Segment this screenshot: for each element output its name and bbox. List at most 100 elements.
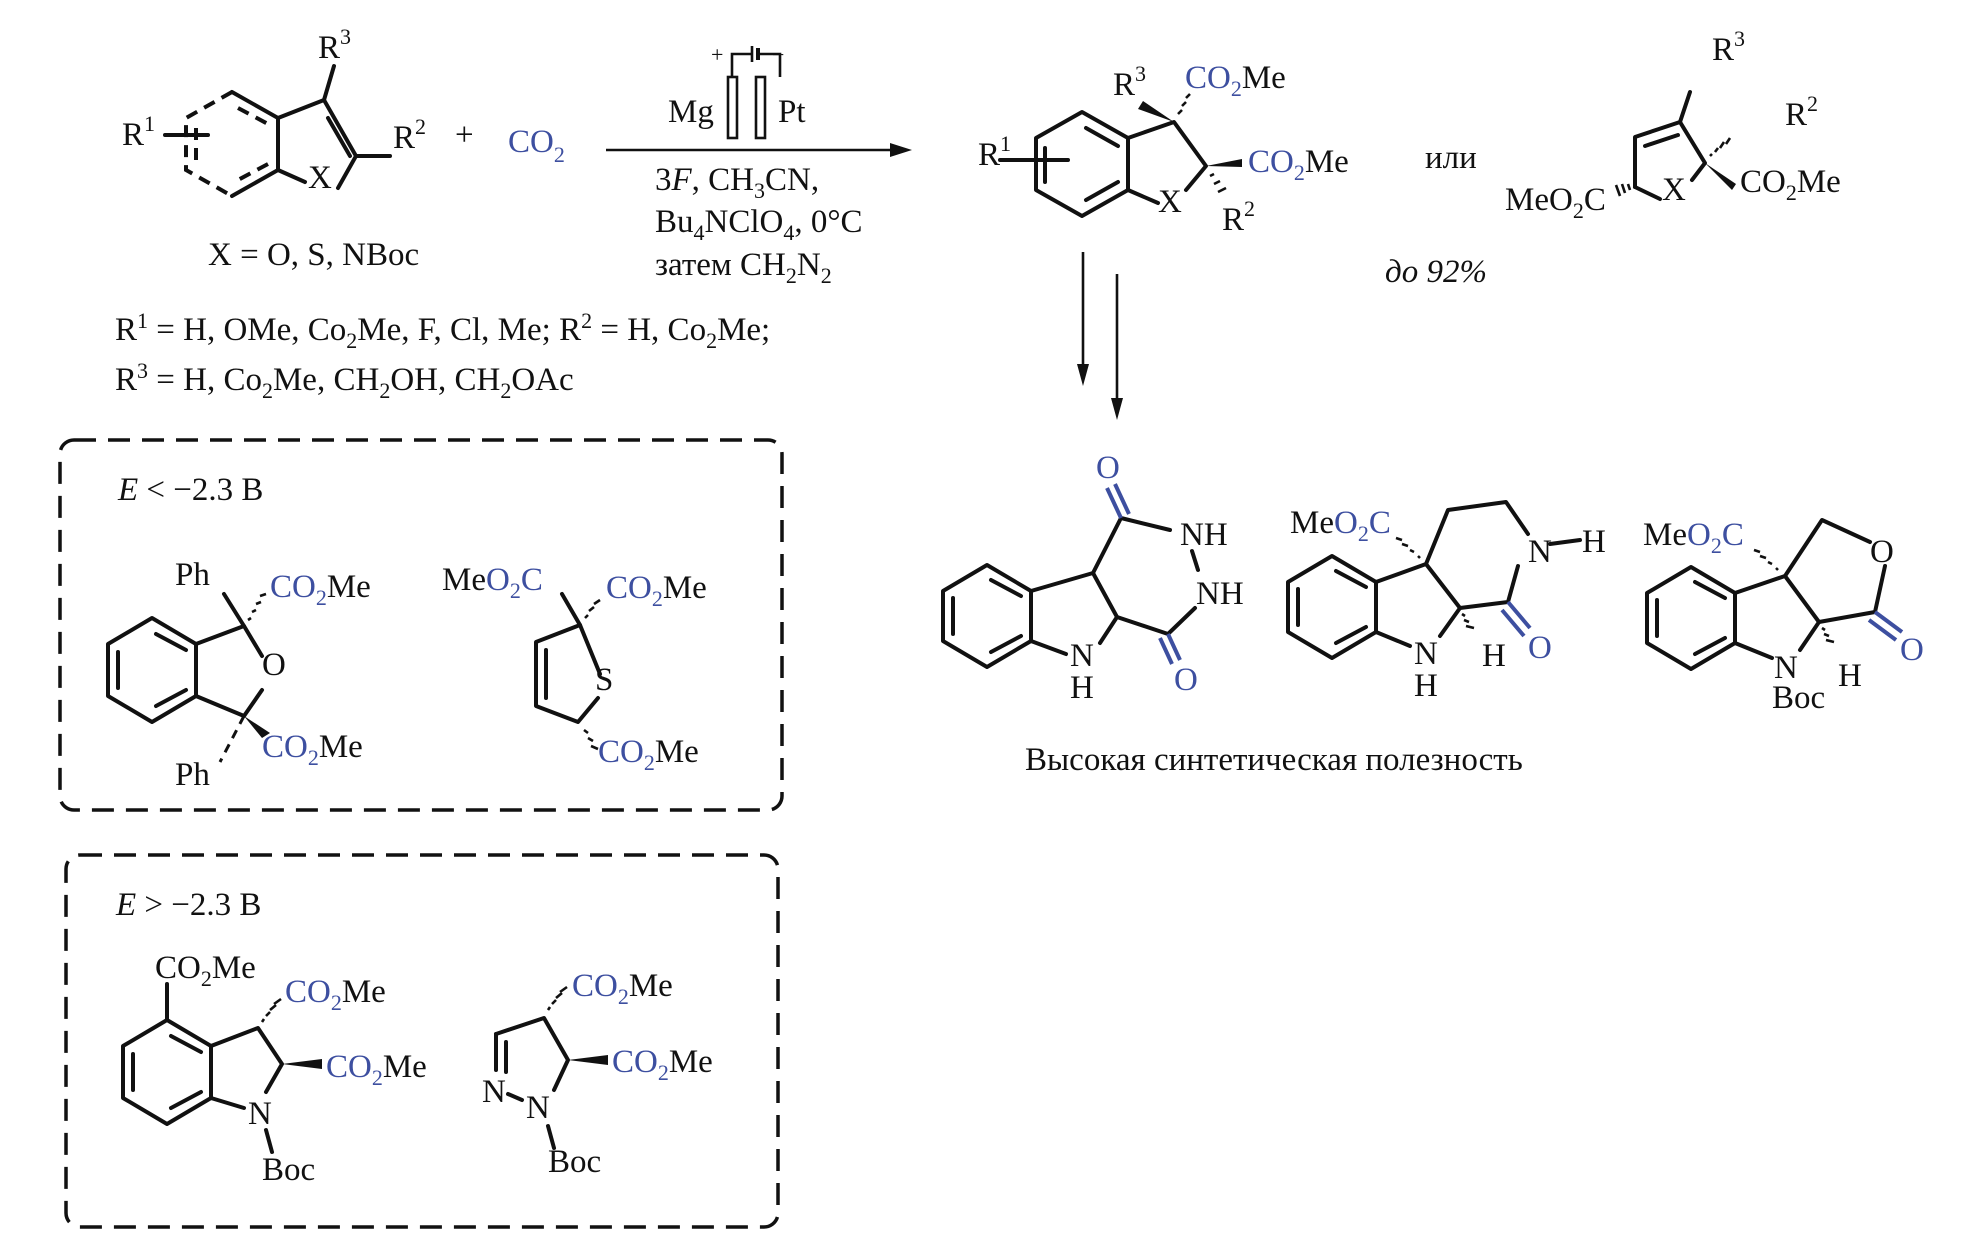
utility-caption: Высокая синтетическая полезность — [1025, 742, 1523, 778]
battery-plus: + — [711, 42, 723, 67]
boc-bond — [264, 1128, 274, 1154]
indoline-h: H — [1070, 670, 1094, 706]
box-low-potential — [58, 438, 784, 812]
hash-bond-left-ester — [1614, 183, 1632, 197]
x-label: X — [1662, 172, 1686, 208]
boc-group: Boc — [548, 1144, 601, 1180]
furan-ring — [194, 624, 264, 718]
condition-line-1: 3F, CH3CN, — [655, 162, 819, 203]
ring-junction-h: H — [1482, 638, 1506, 674]
derivative-lactam: MeO2C N H H O N H — [1286, 500, 1606, 704]
hash-bond-ester — [584, 598, 601, 619]
condition-line-3: затем CH2N2 — [655, 247, 832, 288]
ring-sulfur: S — [595, 662, 613, 698]
wedge-bond-ester — [1206, 159, 1242, 167]
reaction-arrow — [606, 143, 912, 157]
top-carbonyl-bond — [1091, 516, 1172, 575]
bottom-carbonyl-bond — [1115, 606, 1197, 636]
benzene-ring — [941, 563, 1033, 669]
co-double-bond — [1500, 600, 1532, 638]
lower-ester: CO2Me — [612, 1044, 713, 1085]
condition-line-2: Bu4NClO4, 0°C — [655, 204, 863, 245]
battery-minus: − — [772, 42, 784, 67]
oxygen-top: O — [1096, 450, 1120, 486]
benzene-double-bonds — [1655, 580, 1727, 656]
indoline-ring — [209, 1026, 284, 1110]
ring-junction-h: H — [1838, 658, 1862, 694]
r3-definitions: R3 = H, Co2Me, CH2OH, CH2OAc — [115, 358, 574, 403]
box-low-mol-isobenzofuran: Ph CO2Me O Ph CO2Me — [106, 557, 371, 793]
ester-right: CO2Me — [1248, 144, 1349, 185]
top-co-double-bond — [1105, 483, 1131, 519]
pyrazoline-n2: N — [526, 1090, 550, 1126]
ph-top-bond — [222, 592, 246, 628]
boc-bond — [546, 1124, 556, 1150]
hash-bond-h — [1461, 612, 1475, 630]
indoline-nitrogen: N — [248, 1096, 272, 1132]
ester-left: MeO2C — [442, 562, 543, 603]
plus-sign: + — [455, 117, 474, 153]
r3-label: R3 — [1712, 26, 1745, 68]
indoline-ring — [1374, 562, 1462, 648]
r1-r2-definitions: R1 = H, OMe, Co2Me, F, Cl, Me; R2 = H, C… — [115, 308, 770, 353]
right-ester: CO2Me — [1740, 164, 1841, 205]
co-double-bond — [1867, 610, 1904, 642]
indoline-ring — [1733, 574, 1821, 660]
co2-label: CO2 — [508, 124, 565, 167]
carbonyl-oxygen: O — [1900, 632, 1924, 668]
hash-bond-top-ester — [247, 592, 267, 622]
derivative-pyridazinedione: O O NH NH N H — [941, 450, 1244, 706]
wedge-bond-ester — [568, 1055, 608, 1065]
upper-ester: CO2Me — [285, 974, 386, 1015]
benzene-double-bonds — [116, 632, 188, 708]
box-high-mol-indoline: CO2Me CO2Me CO2Me N Boc — [121, 950, 427, 1188]
indoline-n: N — [1070, 638, 1094, 674]
benzene-double-bonds — [131, 1034, 203, 1110]
ring-bond — [230, 90, 280, 198]
box-high-mol-pyrazoline: N N Boc CO2Me CO2Me — [482, 968, 713, 1180]
ph-top: Ph — [175, 557, 210, 593]
piperidinone-ring — [1424, 500, 1530, 610]
indoline-n: N — [1774, 650, 1798, 686]
benzene-double-bonds — [1296, 569, 1368, 645]
dashed-inner-bonds — [194, 106, 269, 182]
r3-bond — [322, 64, 336, 102]
ring-bond-x — [1633, 185, 1662, 201]
cathode-label: Pt — [778, 94, 806, 130]
indoline-n: N — [1414, 636, 1438, 672]
left-ester: MeO2C — [1505, 182, 1606, 223]
ester-bottom: CO2Me — [598, 734, 699, 775]
x-label: X — [308, 160, 332, 196]
mg-electrode — [726, 75, 739, 140]
r2-label: R2 — [393, 114, 426, 156]
dashed-bond-ph-bottom — [218, 715, 246, 763]
benzene-ring — [106, 616, 198, 724]
five-ring-bond-x — [1126, 188, 1160, 205]
hash-bond-bottom-ester — [583, 728, 599, 751]
oxygen-bottom: O — [1174, 662, 1198, 698]
r1-label: R1 — [978, 131, 1011, 173]
benzene-double-bonds — [951, 578, 1023, 654]
transformation-arrows — [1077, 252, 1123, 420]
ring-oxygen: O — [262, 647, 286, 683]
ester-label: MeO2C — [1643, 517, 1744, 558]
reactant-benzoheterocycle: R3 R1 R2 X X = O, S, NBoc — [122, 24, 426, 273]
nn-bond — [506, 1092, 524, 1102]
ester-right: CO2Me — [606, 570, 707, 611]
indoline-ring — [1029, 571, 1119, 656]
r2-label: R2 — [1222, 196, 1255, 238]
down-arrow-head-2 — [1111, 398, 1123, 420]
five-ring-bond — [276, 98, 358, 190]
box-low-mol-dihydrothiophene: S MeO2C CO2Me CO2Me — [442, 562, 707, 775]
wedge-bond-ester — [1705, 163, 1736, 190]
product-dihydrobenzoheterocycle: R3 CO2Me R1 CO2Me X R2 — [978, 60, 1349, 238]
r3-label: R3 — [1113, 61, 1146, 103]
bottom-co-double-bond — [1158, 633, 1182, 665]
dashed-ring-bond — [184, 90, 233, 198]
arrow-head-icon — [890, 143, 912, 157]
cn-double-bond — [494, 1032, 508, 1074]
pyrazoline-ring — [494, 1016, 570, 1092]
benzene-ring — [121, 1018, 213, 1126]
reaction-conditions: 3F, CH3CN, Bu4NClO4, 0°C затем CH2N2 — [655, 162, 863, 288]
